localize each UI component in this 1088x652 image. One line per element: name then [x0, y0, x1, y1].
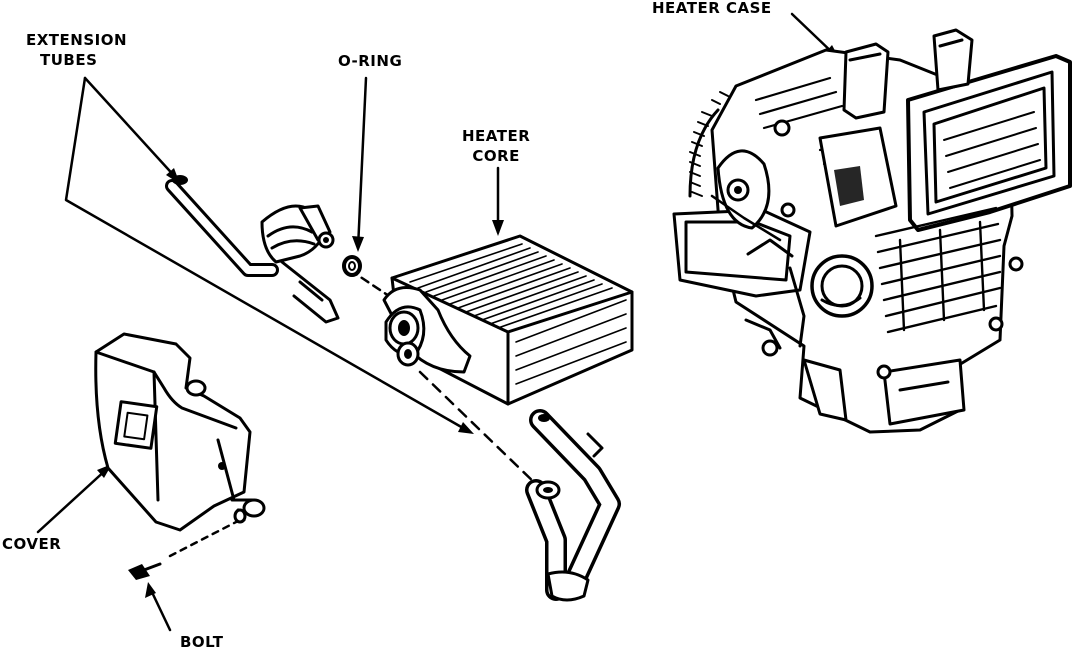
label-extension-tubes-line2: TUBES	[40, 51, 98, 69]
label-heater-case: HEATER CASE	[652, 0, 772, 17]
leader-o-ring	[356, 76, 368, 250]
label-heater-core-line1: HEATER	[462, 127, 531, 145]
label-bolt: BOLT	[180, 633, 224, 651]
leader-bolt	[148, 586, 172, 632]
bolt-part	[128, 562, 162, 580]
label-heater-core-line2: CORE	[472, 147, 520, 165]
align-line-lower-tube	[418, 370, 542, 490]
label-heater-core: HEATER CORE	[462, 126, 530, 166]
arrowhead-heater-core	[492, 220, 504, 236]
label-extension-tubes: EXTENSION TUBES	[26, 30, 127, 70]
arrowhead-o-ring	[352, 236, 364, 252]
upper-extension-tube	[165, 175, 340, 324]
label-o-ring: O-RING	[338, 52, 403, 70]
o-ring-part	[342, 255, 362, 277]
label-cover: COVER	[2, 535, 62, 553]
align-line-bolt	[168, 518, 242, 558]
heater-core-part	[382, 234, 634, 406]
leader-cover	[36, 466, 110, 534]
heater-case-part	[672, 28, 1072, 434]
arrowhead-extension-lower	[458, 422, 474, 434]
arrowhead-bolt	[145, 582, 156, 598]
leader-lines	[36, 12, 838, 632]
leader-extension-lower	[64, 76, 472, 434]
label-extension-tubes-line1: EXTENSION	[26, 31, 128, 49]
leader-extension-upper	[83, 76, 180, 182]
lower-extension-tube	[525, 409, 621, 602]
cover-part	[94, 332, 266, 532]
